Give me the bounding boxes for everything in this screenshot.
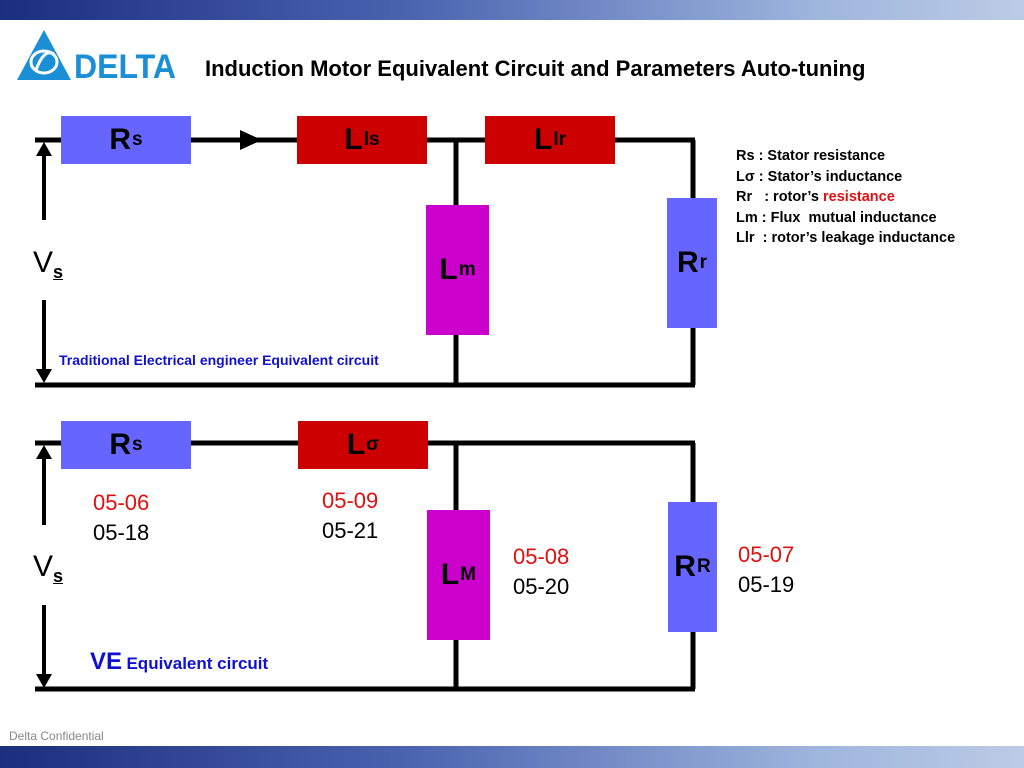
legend-llr: Llr : rotor’s leakage inductance bbox=[736, 230, 956, 246]
param-rs-code-black: 05-18 bbox=[93, 520, 150, 545]
traditional-circuit-caption: Traditional Electrical engineer Equivale… bbox=[59, 352, 379, 368]
page-title: Induction Motor Equivalent Circuit and P… bbox=[205, 56, 866, 81]
param-rr: 05-07 05-19 bbox=[738, 540, 794, 600]
delta-logo: DELTA bbox=[14, 28, 179, 89]
voltage-arrow-up-top bbox=[36, 142, 52, 156]
voltage-arrow-down-bottom bbox=[36, 674, 52, 688]
footer-confidential: Delta Confidential bbox=[9, 729, 104, 743]
brand-wordmark: DELTA bbox=[74, 48, 176, 84]
footer-band bbox=[0, 746, 1024, 768]
legend-rr: Rr : rotor’s resistance bbox=[736, 189, 895, 205]
voltage-arrow-down-top bbox=[36, 369, 52, 383]
param-lm: 05-08 05-20 bbox=[513, 542, 569, 602]
param-rr-code-red: 05-07 bbox=[738, 542, 795, 567]
supply-voltage-label-bottom: Vs bbox=[33, 550, 64, 586]
current-arrow bbox=[240, 130, 262, 150]
legend-rs: Rs : Stator resistance bbox=[736, 148, 886, 164]
param-rs-code-red: 05-06 bbox=[93, 490, 150, 515]
parameter-legend: Rs : Stator resistance Lσ : Stator’s ind… bbox=[736, 146, 955, 249]
param-lsigma: 05-09 05-21 bbox=[322, 486, 378, 546]
voltage-arrow-up-bottom bbox=[36, 445, 52, 459]
legend-lsigma: Lσ : Stator’s inductance bbox=[736, 168, 903, 185]
param-rr-code-black: 05-19 bbox=[738, 572, 795, 597]
param-rs: 05-06 05-18 bbox=[93, 488, 149, 548]
legend-lm: Lm : Flux mutual inductance bbox=[736, 209, 937, 226]
param-lsigma-code-black: 05-21 bbox=[322, 518, 379, 543]
supply-voltage-label-top: Vs bbox=[33, 246, 64, 282]
header-band bbox=[0, 0, 1024, 20]
param-lm-code-red: 05-08 bbox=[513, 544, 570, 569]
rs-label: R bbox=[109, 123, 132, 156]
param-lsigma-code-red: 05-09 bbox=[322, 488, 379, 513]
param-lm-code-black: 05-20 bbox=[513, 574, 570, 599]
ve-circuit-caption: VE Equivalent circuit bbox=[90, 648, 269, 675]
